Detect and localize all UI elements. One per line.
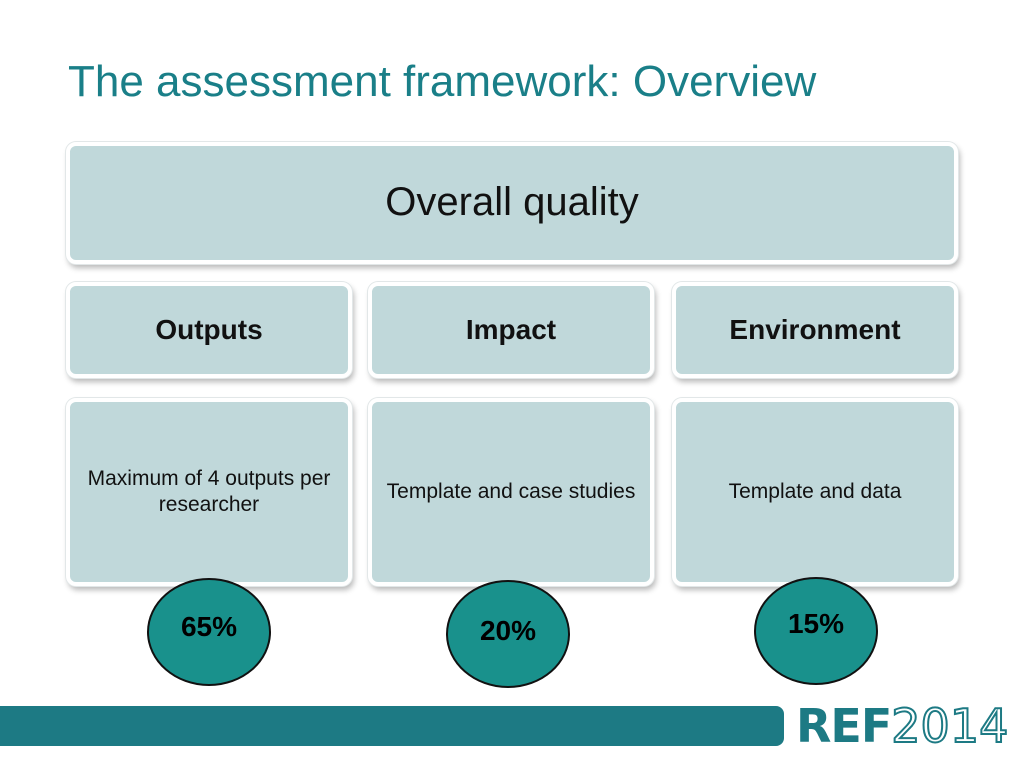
- outputs-weight-circle: 65%: [147, 578, 271, 686]
- slide-title: The assessment framework: Overview: [68, 57, 817, 106]
- footer-bar: [0, 706, 784, 746]
- outputs-header-box: Outputs: [66, 282, 352, 378]
- environment-weight-circle: 15%: [754, 577, 878, 685]
- outputs-description-box: Maximum of 4 outputs per researcher: [66, 398, 352, 586]
- impact-header-box: Impact: [368, 282, 654, 378]
- environment-header-box: Environment: [672, 282, 958, 378]
- logo-ref-text: REF: [796, 699, 892, 753]
- overall-quality-box: Overall quality: [66, 142, 958, 264]
- environment-description-box: Template and data: [672, 398, 958, 586]
- impact-description-box: Template and case studies: [368, 398, 654, 586]
- logo-year-text: 2014: [890, 698, 1009, 754]
- impact-weight-circle: 20%: [446, 580, 570, 688]
